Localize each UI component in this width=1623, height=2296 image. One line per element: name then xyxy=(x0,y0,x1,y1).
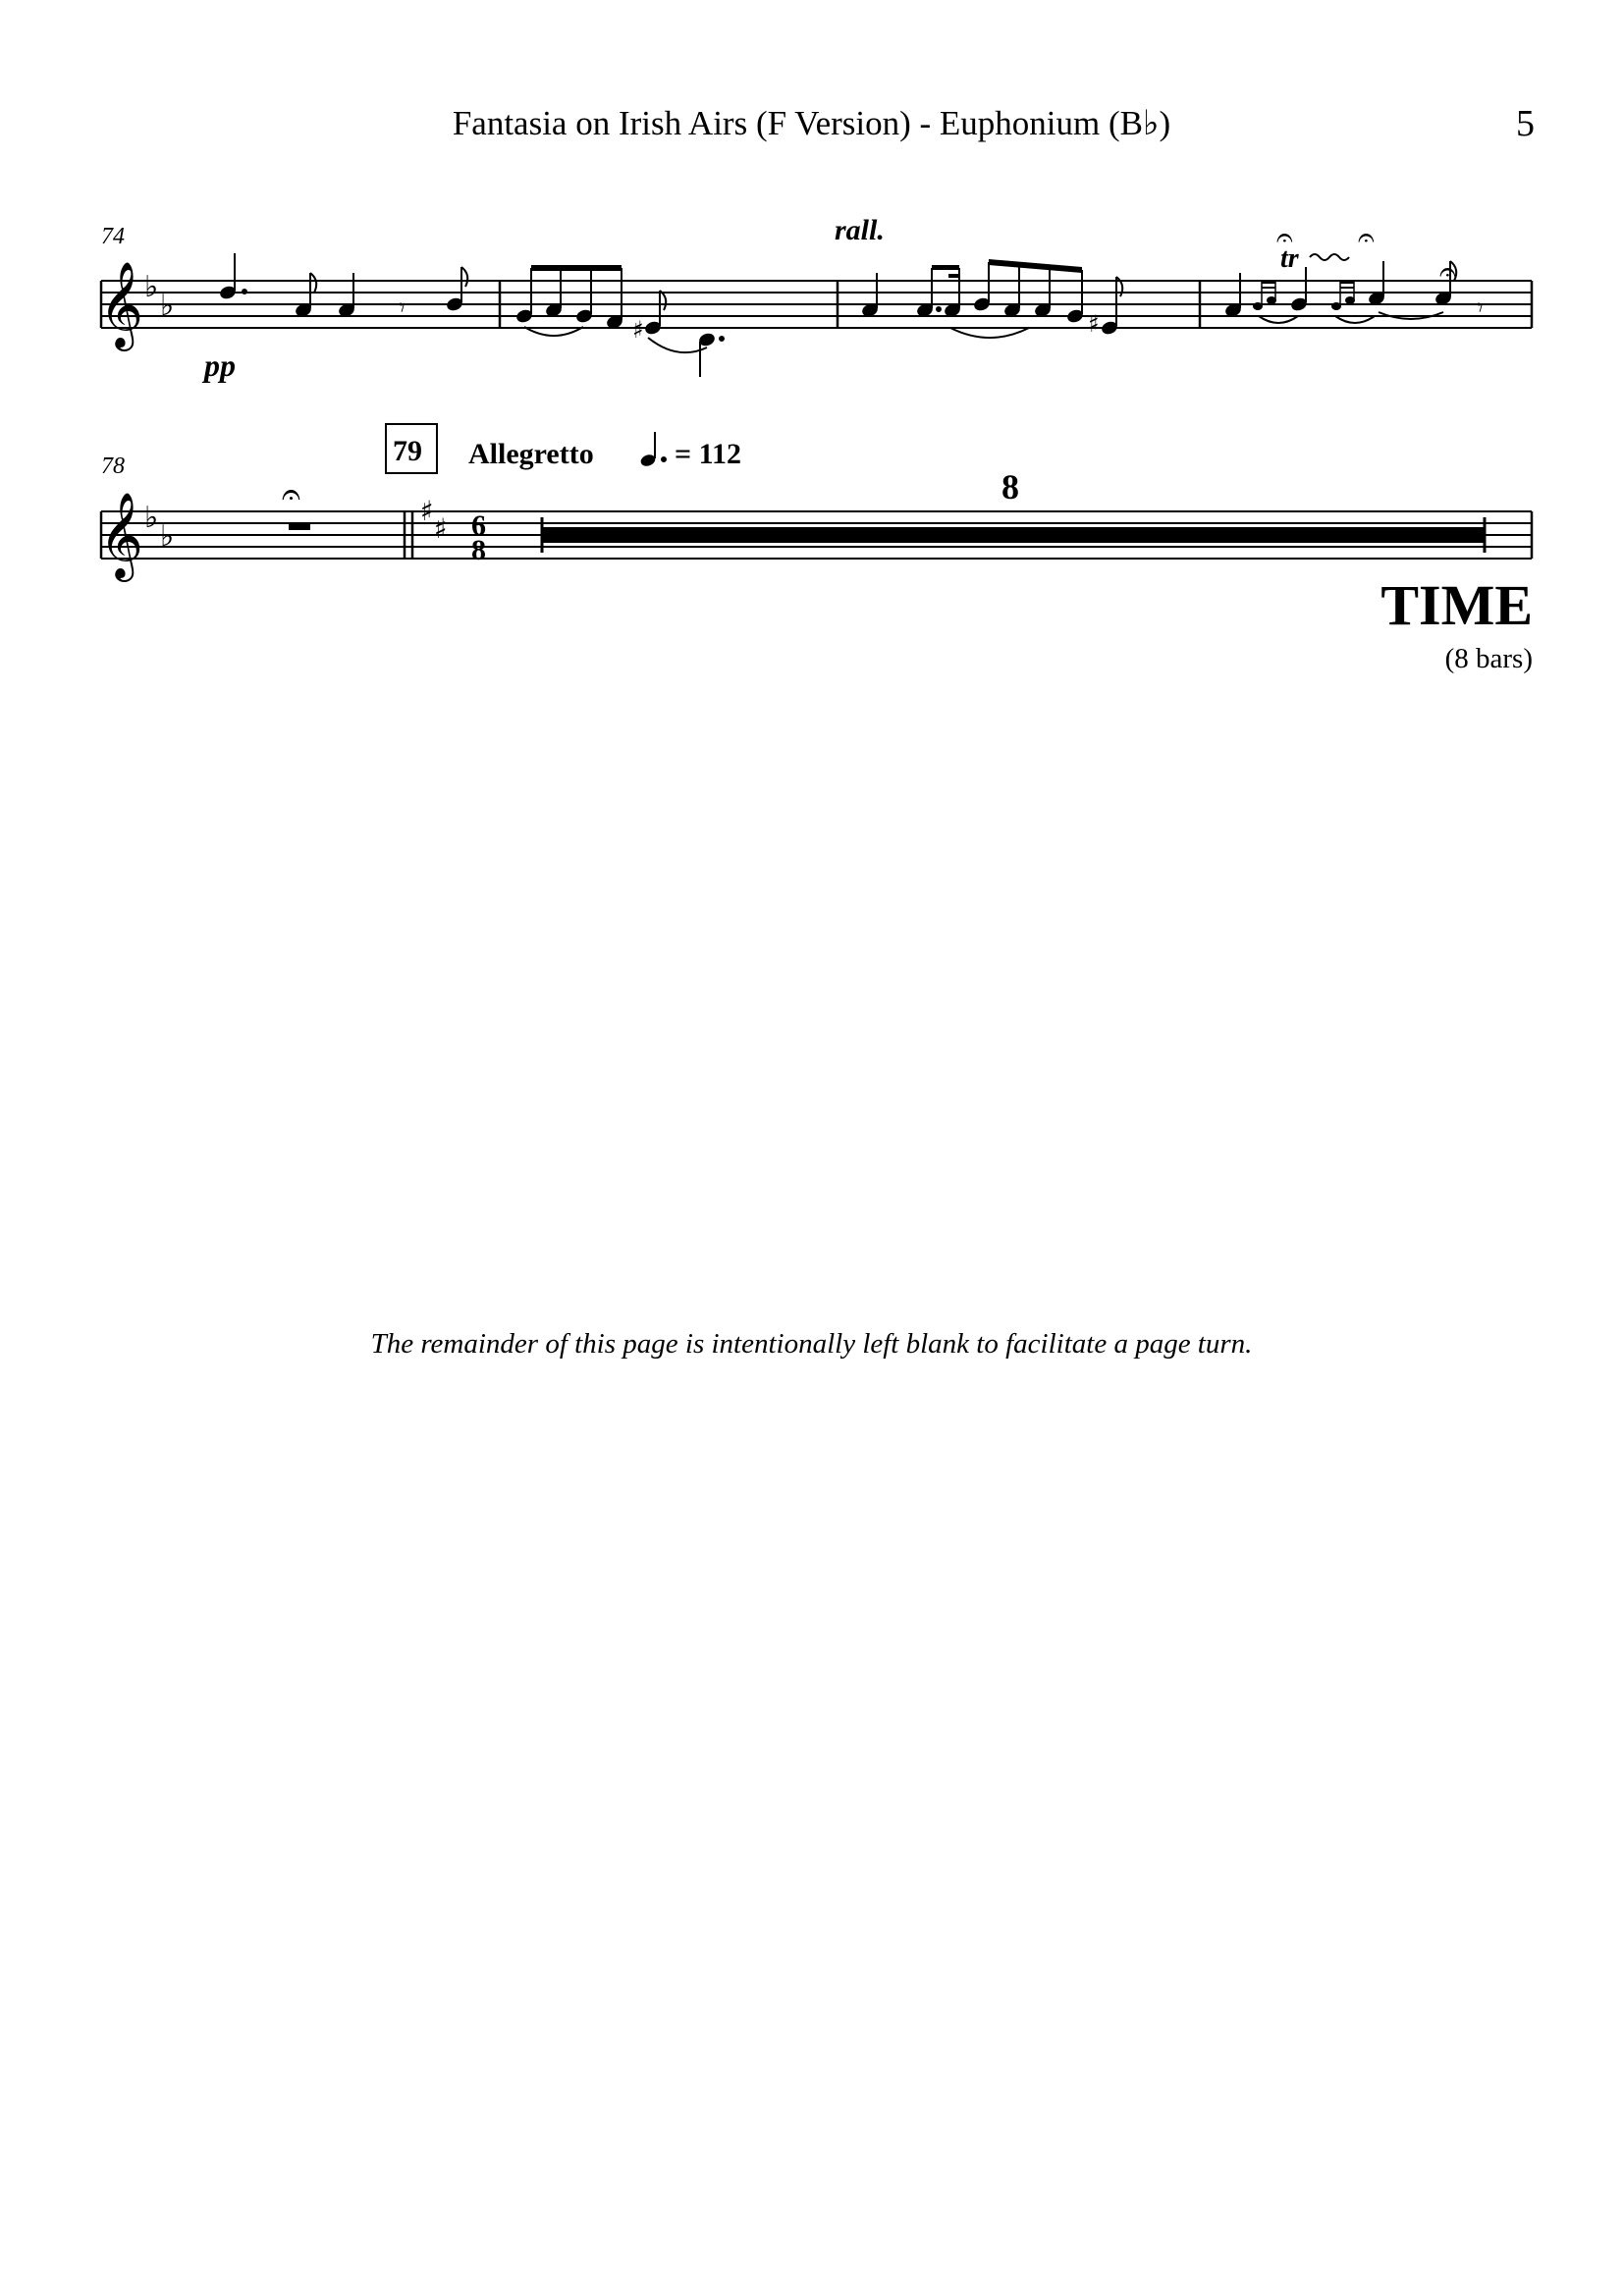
cue-time-subtext: (8 bars) xyxy=(1444,643,1533,674)
svg-text:♭: ♭ xyxy=(160,289,174,323)
svg-text:♭: ♭ xyxy=(160,519,174,554)
system-1: 74 𝄞 ♭ ♭ 𝄾 pp xyxy=(99,214,1534,383)
measure-number: 74 xyxy=(101,224,125,249)
tempo-rall: rall. xyxy=(835,214,885,246)
rehearsal-mark: 79 xyxy=(393,435,422,467)
whole-rest xyxy=(289,523,310,530)
cue-time-label: TIME xyxy=(1380,573,1533,637)
svg-text:𝄾: 𝄾 xyxy=(399,294,406,323)
svg-text:♭: ♭ xyxy=(144,501,158,535)
svg-text:♯: ♯ xyxy=(632,316,644,344)
svg-text:♯: ♯ xyxy=(1088,310,1100,338)
system-2: 78 𝄞 ♭ ♭ 𝄐 79 Allegretto = 112 ♯ ♯ 6 8 xyxy=(99,423,1534,582)
rehearsal-box xyxy=(385,423,438,474)
dotted-quarter-note-icon xyxy=(640,432,667,466)
svg-text:♭: ♭ xyxy=(144,270,158,304)
tempo-value: = 112 xyxy=(675,438,741,470)
time-signature-bottom: 8 xyxy=(471,534,486,566)
score-systems: 74 𝄞 ♭ ♭ 𝄾 pp xyxy=(99,214,1534,582)
trill-wave xyxy=(1309,253,1350,261)
measure-76: ♯ xyxy=(862,259,1124,339)
key-signature-sharps: ♯ ♯ xyxy=(420,495,448,545)
staff-lines xyxy=(101,280,1532,329)
trill-marking: tr xyxy=(1280,243,1300,274)
barlines xyxy=(99,511,1534,559)
multirest-count: 8 xyxy=(1001,467,1019,507)
key-signature-flats: ♭ ♭ xyxy=(144,270,174,323)
measure-75: ♯ xyxy=(516,265,725,377)
measure-74: 𝄾 xyxy=(220,253,469,323)
multi-bar-rest xyxy=(540,517,1487,553)
page-title: Fantasia on Irish Airs (F Version) - Eup… xyxy=(452,104,1171,142)
key-signature-flats: ♭ ♭ xyxy=(144,501,174,554)
fermata-icon: 𝄐 xyxy=(1439,255,1456,290)
page-turn-note: The remainder of this page is intentiona… xyxy=(370,1328,1253,1360)
measure-77: 𝄾 xyxy=(1225,260,1484,324)
dynamic-pp: pp xyxy=(201,347,236,383)
treble-clef-icon: 𝄞 xyxy=(99,260,143,351)
fermata-icon: 𝄐 xyxy=(1358,221,1375,255)
page-number: 5 xyxy=(1516,103,1535,144)
measure-number: 78 xyxy=(101,454,125,479)
fermata-icon: 𝄐 xyxy=(1276,221,1293,255)
svg-text:𝄾: 𝄾 xyxy=(1477,294,1484,323)
fermata-icon: 𝄐 xyxy=(282,475,300,514)
svg-text:♯: ♯ xyxy=(420,495,434,527)
barlines xyxy=(99,281,1534,328)
tempo-text: Allegretto xyxy=(468,438,594,470)
svg-text:♯: ♯ xyxy=(434,512,448,545)
time-signature-top: 6 xyxy=(471,509,486,542)
treble-clef-icon: 𝄞 xyxy=(99,491,143,582)
